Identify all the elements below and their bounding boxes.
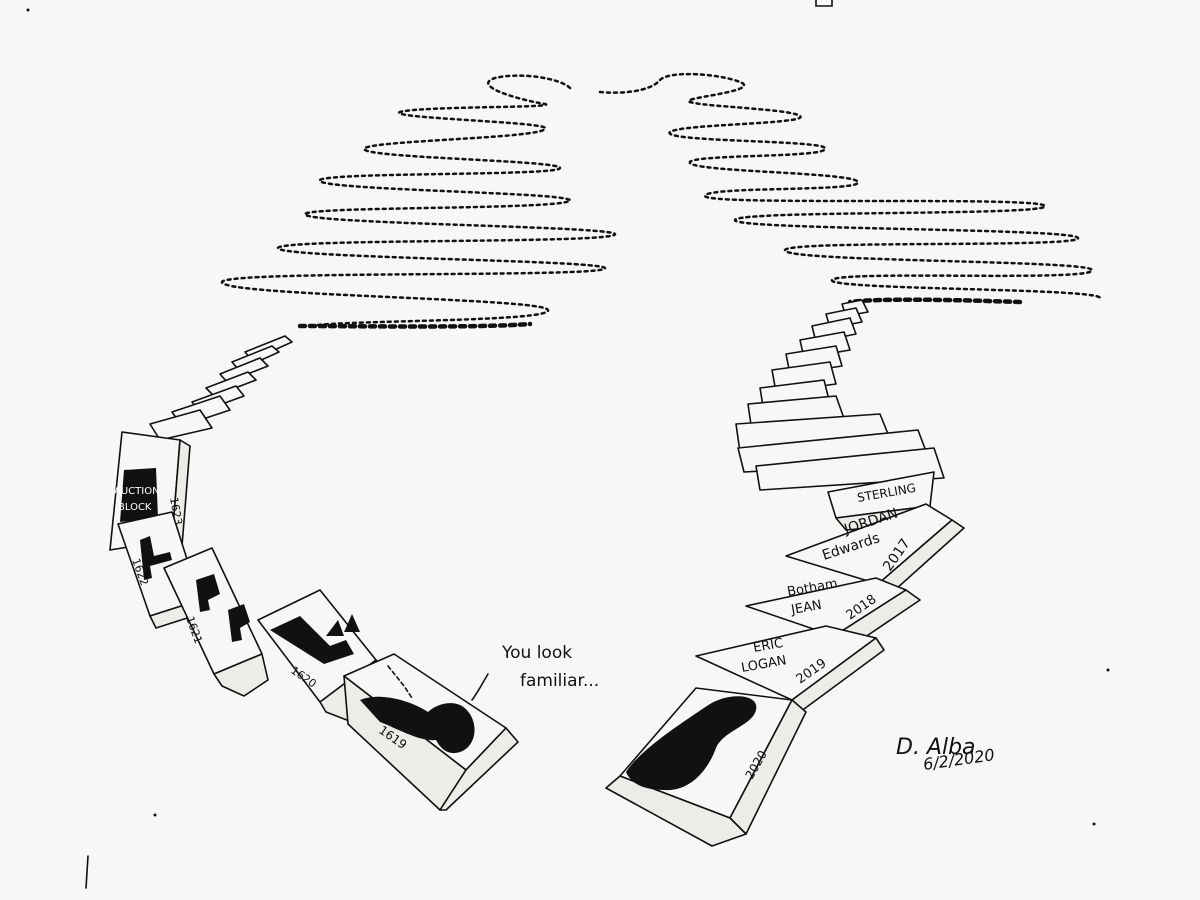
domino-1619: 1619 — [343, 653, 519, 811]
right-dashed-trail — [598, 72, 1102, 305]
domino-jordan-edwards: JORDAN Edwards 2017 — [785, 503, 965, 599]
name-jean: JEAN — [789, 598, 823, 618]
left-dashed-trail — [220, 74, 617, 329]
auction-label-line2: BLOCK — [118, 502, 152, 513]
signature-name: D. Alba — [896, 735, 976, 760]
speech-caption: You look familiar... — [471, 643, 599, 701]
auction-label-line1: AUCTION — [114, 486, 160, 497]
right-small-dominoes — [735, 299, 945, 491]
domino-eric-logan: ERIC LOGAN 2019 — [695, 625, 885, 713]
domino-2020: 2020 — [605, 687, 807, 847]
signature: D. Alba 6/2/2020 — [896, 735, 996, 774]
left-small-dominoes — [149, 335, 293, 441]
speech-line2: familiar... — [520, 671, 599, 691]
name-eric: ERIC — [752, 636, 784, 656]
speech-line1: You look — [501, 643, 572, 663]
domino-1621: 1621 — [163, 547, 269, 697]
domino-1620: 1620 — [257, 589, 385, 723]
domino-auction-block: AUCTION BLOCK 1623 — [109, 431, 191, 551]
stray-marks — [26, 0, 1110, 889]
